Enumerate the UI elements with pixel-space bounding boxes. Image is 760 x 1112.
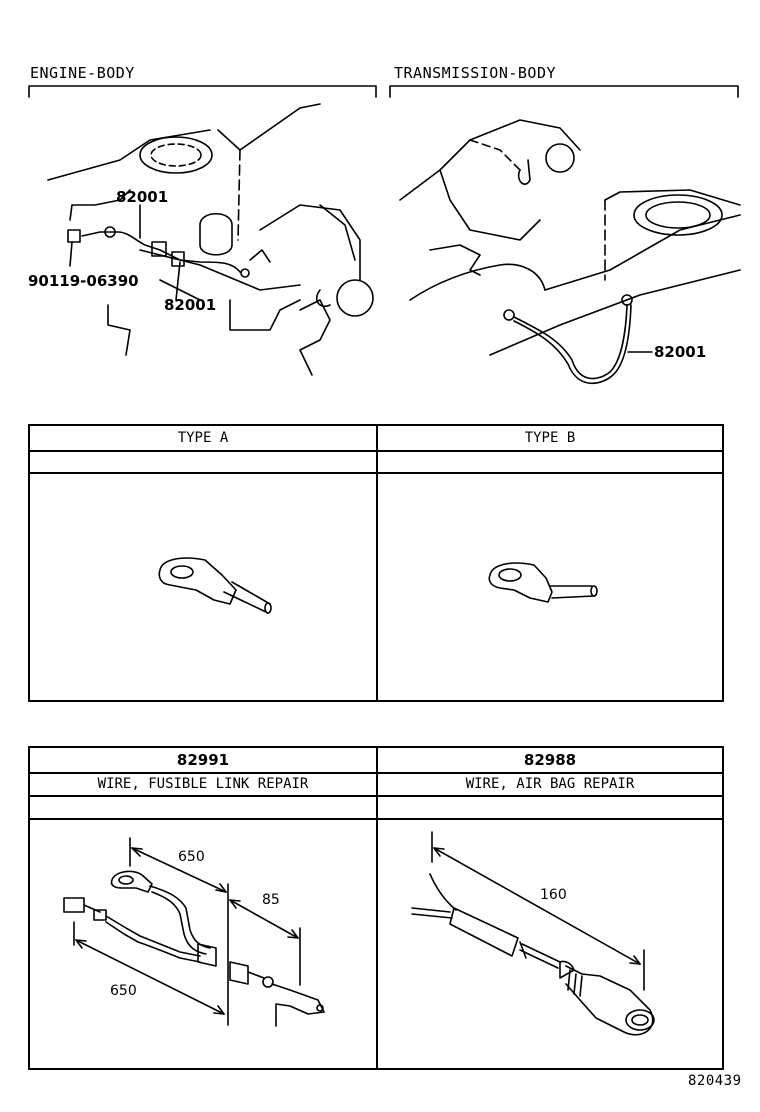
fusible-link-repair-description: WIRE, FUSIBLE LINK REPAIR bbox=[97, 776, 309, 792]
parts-divider-row3 bbox=[30, 818, 722, 820]
engine-body-heading: ENGINE-BODY bbox=[30, 64, 135, 82]
air-bag-repair-description: WIRE, AIR BAG REPAIR bbox=[465, 776, 635, 792]
callout-82001-strap: 82001 bbox=[654, 343, 707, 361]
table-divider-row1 bbox=[30, 450, 722, 452]
callout-82001-top: 82001 bbox=[116, 188, 169, 206]
terminal-type-table: TYPE A TYPE B bbox=[28, 424, 724, 702]
part-number-82988: 82988 bbox=[523, 751, 577, 769]
repair-parts-table: 82991 82988 WIRE, FUSIBLE LINK REPAIR WI… bbox=[28, 746, 724, 1070]
dimension-160: 160 bbox=[540, 887, 567, 903]
part-number-82991: 82991 bbox=[176, 751, 230, 769]
transmission-body-heading: TRANSMISSION-BODY bbox=[394, 64, 557, 82]
type-a-header: TYPE A bbox=[177, 430, 229, 446]
dimension-650-upper: 650 bbox=[178, 849, 205, 865]
drawing-number: 820439 bbox=[688, 1073, 742, 1089]
parts-divider-row1 bbox=[30, 772, 722, 774]
type-b-terminal bbox=[488, 562, 598, 603]
air-bag-repair-wire bbox=[411, 831, 655, 1036]
callout-90119-06390: 90119-06390 bbox=[28, 272, 139, 290]
callout-82001-bottom: 82001 bbox=[164, 296, 217, 314]
dimension-650-lower: 650 bbox=[110, 983, 137, 999]
type-b-header: TYPE B bbox=[524, 430, 576, 446]
dimension-85: 85 bbox=[262, 892, 280, 908]
parts-divider-row2 bbox=[30, 795, 722, 797]
table-divider-row2 bbox=[30, 472, 722, 474]
fusible-link-wire bbox=[63, 837, 325, 1027]
parts-divider-vertical bbox=[376, 748, 378, 1068]
table-divider-vertical bbox=[376, 426, 378, 700]
type-a-terminal bbox=[158, 557, 272, 614]
